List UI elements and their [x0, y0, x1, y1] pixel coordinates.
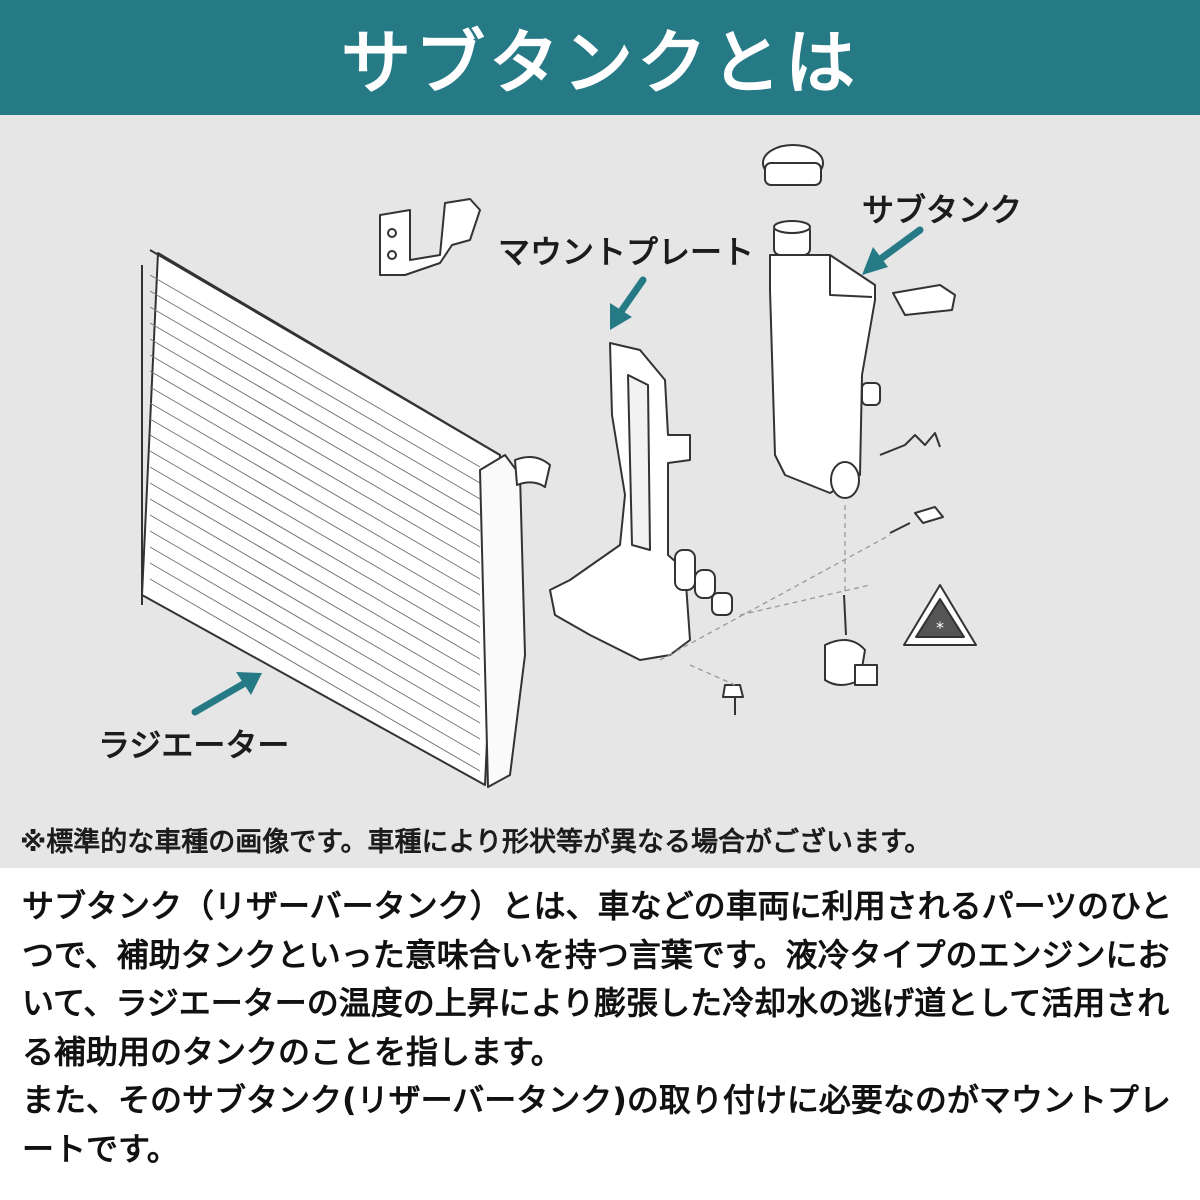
parts-diagram: * サブタンク マウント	[0, 115, 1200, 868]
arrow-mount-plate	[610, 276, 647, 330]
label-mount-plate: マウントプレート	[498, 233, 755, 271]
sub-tank-drawing	[762, 144, 956, 499]
callout-arrows	[191, 226, 924, 716]
description-text: サブタンク（リザーバータンク）とは、車などの車両に利用されるパーツのひとつで、補…	[22, 882, 1182, 1173]
mount-plate-drawing	[549, 342, 733, 661]
description-paragraph-1: サブタンク（リザーバータンク）とは、車などの車両に利用されるパーツのひとつで、補…	[22, 887, 1173, 1071]
bracket-drawing	[379, 198, 481, 276]
page-title: サブタンクとは	[341, 22, 859, 104]
svg-text:*: *	[936, 618, 944, 637]
arrow-radiator	[191, 672, 262, 716]
header-banner: サブタンクとは	[0, 0, 1200, 115]
description-paragraph-2: また、そのサブタンク(リザーバータンク)の取り付けに必要なのがマウントプレートで…	[22, 1081, 1171, 1168]
sensor-drawing	[824, 594, 878, 686]
label-sub-tank: サブタンク	[862, 191, 1023, 229]
radiator-drawing	[141, 249, 551, 788]
warning-sign-drawing: *	[903, 584, 977, 646]
label-radiator: ラジエーター	[98, 726, 290, 764]
diagram-drawing: *	[141, 144, 977, 788]
disclaimer-note: ※標準的な車種の画像です。車種により形状等が異なる場合がございます。	[20, 827, 932, 858]
arrow-sub-tank	[862, 226, 924, 275]
